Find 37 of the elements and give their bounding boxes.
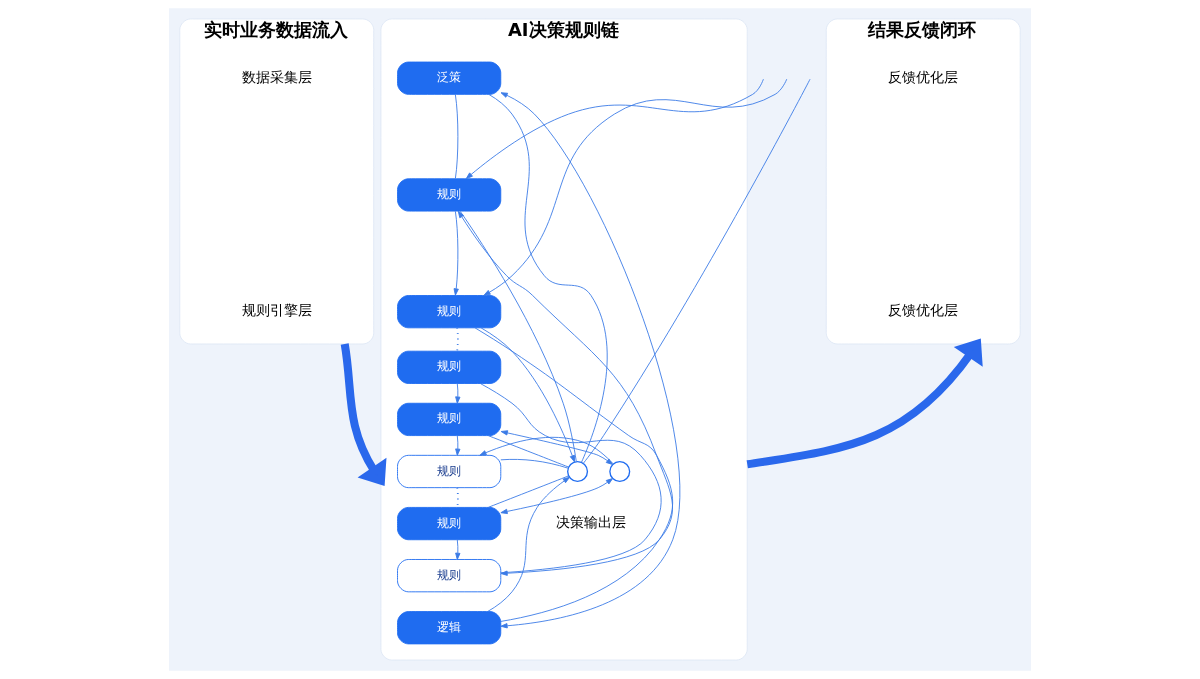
node-box: 泛策: [397, 61, 502, 95]
node-box: 规则: [397, 295, 502, 329]
arrow: [340, 343, 387, 486]
arrow: [500, 478, 614, 515]
node-box: 规则: [397, 506, 502, 541]
node-box: 规则: [397, 402, 502, 437]
connector: [500, 458, 569, 469]
node-box: 逻辑: [397, 611, 502, 645]
label: 数据采集层: [241, 68, 312, 85]
arrow: [457, 210, 673, 576]
arrow: [455, 435, 461, 456]
connector: [487, 475, 569, 508]
connector: [454, 94, 459, 179]
connector: [459, 210, 577, 462]
node-box: 规则: [397, 178, 502, 212]
arrow: [500, 92, 681, 629]
connector: [487, 435, 570, 468]
node-box: 规则: [397, 559, 502, 593]
connector: [474, 327, 674, 622]
node-circle: [609, 460, 631, 483]
label: 反馈优化层: [888, 68, 959, 85]
label: 反馈优化层: [888, 302, 959, 319]
arrow: [455, 539, 461, 560]
label: 规则引擎层: [241, 302, 312, 319]
arrow: [453, 210, 459, 296]
arrow: [483, 78, 788, 296]
node-circle: [567, 460, 589, 483]
arrow: [455, 383, 461, 404]
arrow: [465, 78, 764, 180]
arrow: [487, 476, 570, 612]
label: 决策输出层: [556, 513, 627, 530]
arrow: [480, 327, 575, 463]
node-box: 规则: [397, 350, 502, 384]
connector: [480, 383, 662, 574]
connector: [488, 94, 608, 463]
arrow: [746, 338, 983, 469]
node-box: 规则: [397, 454, 502, 489]
